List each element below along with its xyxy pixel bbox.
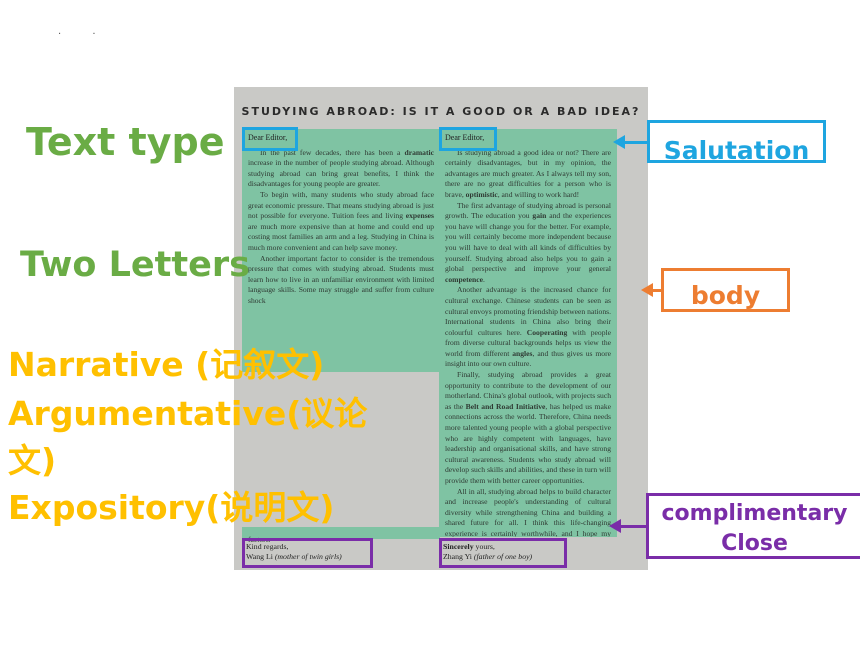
salutation-callout: Salutation xyxy=(647,120,826,165)
right-paragraph-2: The first advantage of studying abroad i… xyxy=(445,200,611,284)
close-arrowhead xyxy=(609,519,621,533)
decorative-dots: . . xyxy=(58,26,110,37)
scan-title: STUDYING ABROAD: IS IT A GOOD OR A BAD I… xyxy=(241,105,641,118)
close-arrow xyxy=(620,525,647,528)
body-arrowhead xyxy=(641,283,653,297)
expository-label: Expository(说明文) xyxy=(8,488,335,527)
scanned-page: STUDYING ABROAD: IS IT A GOOD OR A BAD I… xyxy=(234,87,648,570)
right-greeting: Dear Editor, xyxy=(445,133,485,142)
left-signoff: Kind regards, Wang Li (mother of twin gi… xyxy=(246,542,342,561)
right-paragraph-5: All in all, studying abroad helps to bui… xyxy=(445,486,611,537)
left-greeting: Dear Editor, xyxy=(248,133,288,142)
left-letter-body: Dear Editor, In the past few decades, th… xyxy=(242,129,440,372)
left-salutation-box xyxy=(242,127,298,151)
narrative-label: Narrative (记叙文) xyxy=(8,345,325,384)
two-letters-label: Two Letters xyxy=(20,245,250,285)
left-paragraph-1: In the past few decades, there has been … xyxy=(248,147,434,189)
right-paragraph-1: Is studying abroad a good idea or not? T… xyxy=(445,147,611,199)
argumentative-label-cont: 文) xyxy=(8,441,57,480)
right-signoff: Sincerely yours, Zhang Yi (father of one… xyxy=(443,542,533,561)
right-salutation-box xyxy=(439,127,497,151)
salutation-arrow xyxy=(624,141,648,144)
argumentative-label: Argumentative(议论 xyxy=(8,394,368,433)
body-arrow xyxy=(652,289,662,292)
body-callout: body xyxy=(661,268,790,312)
left-paragraph-2: To begin with, many students who study a… xyxy=(248,189,434,252)
text-type-label: Text type xyxy=(26,120,225,164)
right-close-box xyxy=(439,538,567,568)
right-letter-body: Dear Editor, Is studying abroad a good i… xyxy=(439,129,617,537)
right-paragraph-3: Another advantage is the increased chanc… xyxy=(445,285,611,369)
right-paragraph-4: Finally, studying abroad provides a grea… xyxy=(445,370,612,485)
left-paragraph-3: Another important factor to consider is … xyxy=(248,253,434,305)
salutation-arrowhead xyxy=(613,135,625,149)
complimentary-close-callout: complimentary Close xyxy=(646,493,860,559)
left-close-box xyxy=(242,538,373,568)
